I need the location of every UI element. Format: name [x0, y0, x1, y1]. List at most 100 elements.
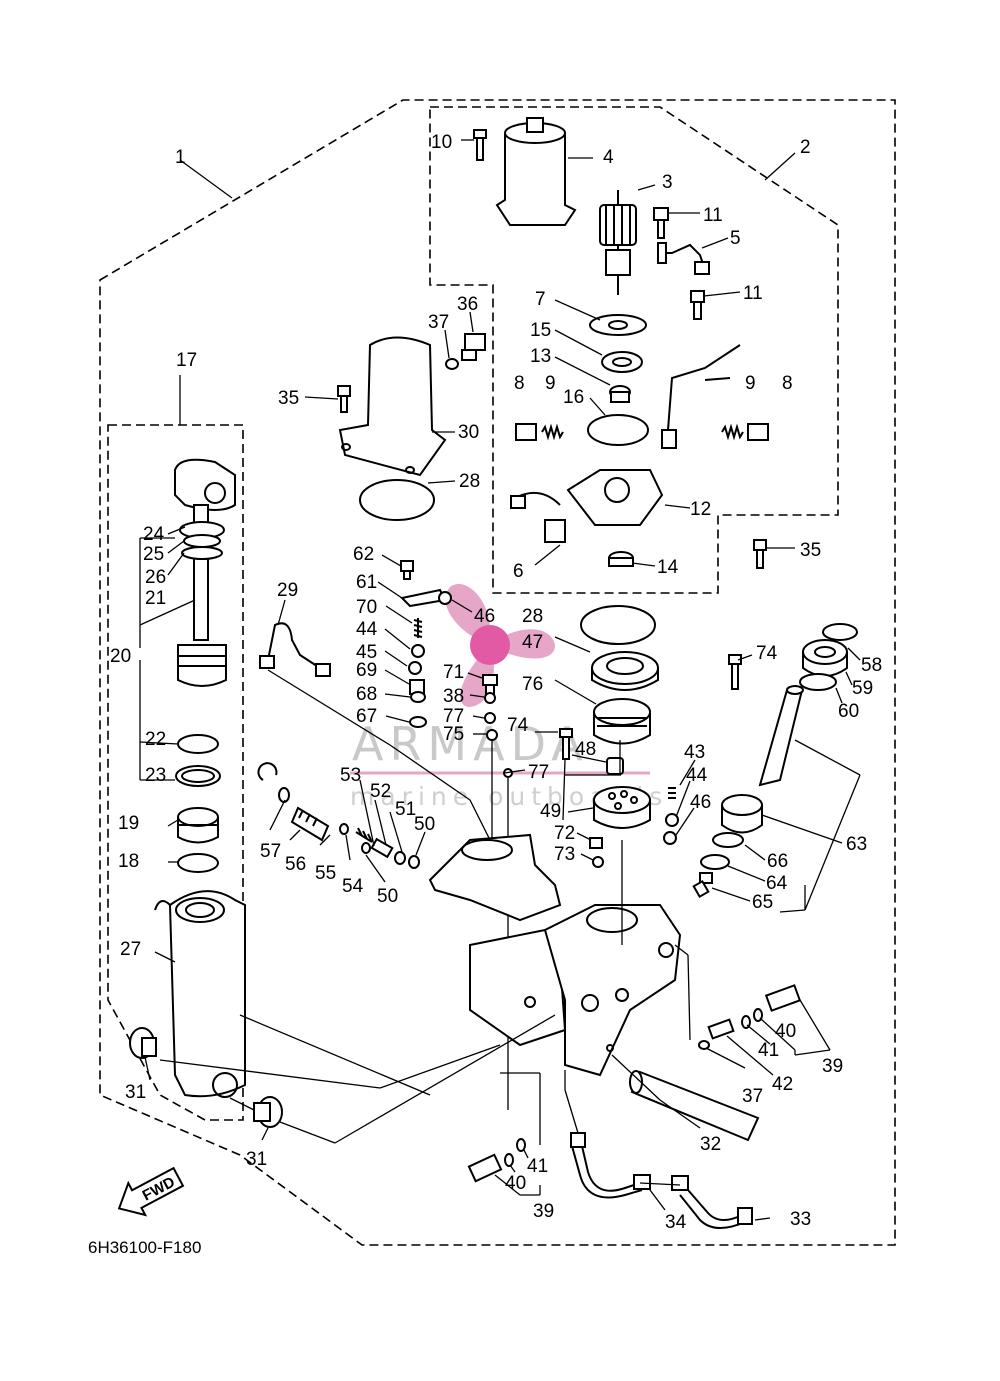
callout-56: 56 — [285, 854, 306, 875]
callout-12: 12 — [690, 499, 711, 520]
seal-51 — [394, 851, 406, 865]
motor-housing — [495, 117, 577, 226]
callout-73: 73 — [554, 844, 575, 865]
motor-base-12 — [566, 469, 664, 526]
callout-41-right: 41 — [758, 1040, 779, 1061]
hose-29 — [259, 622, 331, 677]
callout-46-lower: 46 — [690, 792, 711, 813]
motor-lead-wire — [661, 344, 741, 449]
spring-43 — [668, 787, 676, 799]
o-ring-60 — [799, 673, 837, 691]
callout-45: 45 — [356, 642, 377, 663]
plug-39-right — [764, 984, 802, 1012]
seat-67 — [409, 716, 427, 728]
o-ring-16 — [587, 414, 649, 446]
callout-35-right: 35 — [800, 540, 821, 561]
gear-pump — [580, 605, 742, 868]
callout-11-lower: 11 — [743, 283, 763, 304]
piston-rod-21 — [174, 458, 236, 687]
group-boundaries — [99, 99, 896, 1246]
callout-74-middle: 74 — [507, 715, 529, 736]
callout-29: 29 — [277, 580, 298, 601]
manifold-body — [428, 833, 682, 1077]
callout-28-upper: 28 — [459, 471, 480, 492]
valve-42 — [707, 1018, 735, 1040]
screw-72 — [589, 837, 603, 849]
lower-fittings — [467, 1138, 526, 1183]
callout-26: 26 — [145, 567, 166, 588]
callout-13: 13 — [530, 346, 551, 367]
callout-4: 4 — [603, 147, 614, 168]
o-ring-37-upper — [445, 358, 459, 370]
callout-labels: 1 2 3 4 5 6 7 8 8 9 9 10 11 11 12 13 14 … — [110, 132, 882, 1233]
ball-75 — [486, 729, 498, 741]
watermark-brand: ARMADA — [352, 717, 589, 771]
callout-16: 16 — [563, 387, 584, 408]
callout-31-left: 31 — [125, 1082, 146, 1103]
shaft-32 — [629, 1070, 760, 1142]
cylinder-cap-19 — [177, 807, 219, 844]
callout-32: 32 — [700, 1134, 721, 1155]
callout-24: 24 — [143, 524, 165, 545]
nut-46-upper — [438, 591, 452, 605]
callout-7: 7 — [535, 289, 546, 310]
trim-ram-assembly — [692, 623, 858, 899]
oil-seal-15 — [601, 351, 643, 373]
callout-60: 60 — [838, 701, 859, 722]
callout-77-upper: 77 — [443, 706, 464, 727]
callout-77-lower: 77 — [528, 762, 549, 783]
callout-62: 62 — [353, 544, 374, 565]
brush-plate — [589, 314, 647, 336]
o-ring-18 — [177, 853, 219, 873]
bolt-11-lower — [690, 290, 705, 320]
callout-71: 71 — [443, 662, 464, 683]
callout-9-left: 9 — [545, 373, 556, 394]
diagram-code: 6H36100-F180 — [88, 1238, 201, 1257]
pump-plate-49 — [593, 786, 651, 829]
callout-63: 63 — [846, 834, 867, 855]
o-ring-28-lower — [580, 605, 656, 645]
callout-19: 19 — [118, 813, 139, 834]
callout-37-upper: 37 — [428, 312, 449, 333]
callout-54: 54 — [342, 876, 364, 897]
callout-39-right: 39 — [822, 1056, 843, 1077]
callout-17: 17 — [176, 350, 197, 371]
right-fittings — [698, 984, 802, 1050]
callout-72: 72 — [554, 823, 575, 844]
brush-8-right — [747, 423, 769, 441]
callout-68: 68 — [356, 684, 377, 705]
callout-34: 34 — [665, 1212, 687, 1233]
bushing-31-right — [253, 1096, 283, 1128]
callout-44-lower: 44 — [686, 765, 708, 786]
o-ring-22 — [177, 734, 219, 754]
piston-66-cap — [721, 794, 763, 834]
callout-30: 30 — [458, 422, 479, 443]
callout-50-lower: 50 — [377, 886, 398, 907]
callout-59: 59 — [852, 678, 873, 699]
pump-body — [543, 904, 682, 1077]
motor-assembly — [473, 117, 769, 567]
callout-40-lower: 40 — [505, 1173, 526, 1194]
callout-69: 69 — [356, 660, 377, 681]
callout-35-left: 35 — [278, 388, 299, 409]
callout-47: 47 — [522, 632, 543, 653]
callout-21: 21 — [145, 588, 166, 609]
screw-62 — [400, 560, 414, 580]
callout-41-lower: 41 — [527, 1156, 548, 1177]
callout-37-lower: 37 — [742, 1086, 763, 1107]
relief-valve — [257, 762, 420, 869]
screw-10 — [473, 129, 487, 161]
callout-9-right: 9 — [745, 373, 756, 394]
callout-66: 66 — [767, 851, 788, 872]
reservoir-assembly — [337, 333, 767, 569]
callout-46-upper: 46 — [474, 606, 495, 627]
callout-67: 67 — [356, 706, 377, 727]
callout-10: 10 — [431, 132, 452, 153]
callout-61: 61 — [356, 572, 377, 593]
upper-body — [428, 833, 562, 922]
thermo-switch-6 — [510, 491, 566, 543]
armature — [599, 190, 637, 295]
callout-33: 33 — [790, 1209, 811, 1230]
rod-seal-59 — [802, 639, 848, 677]
